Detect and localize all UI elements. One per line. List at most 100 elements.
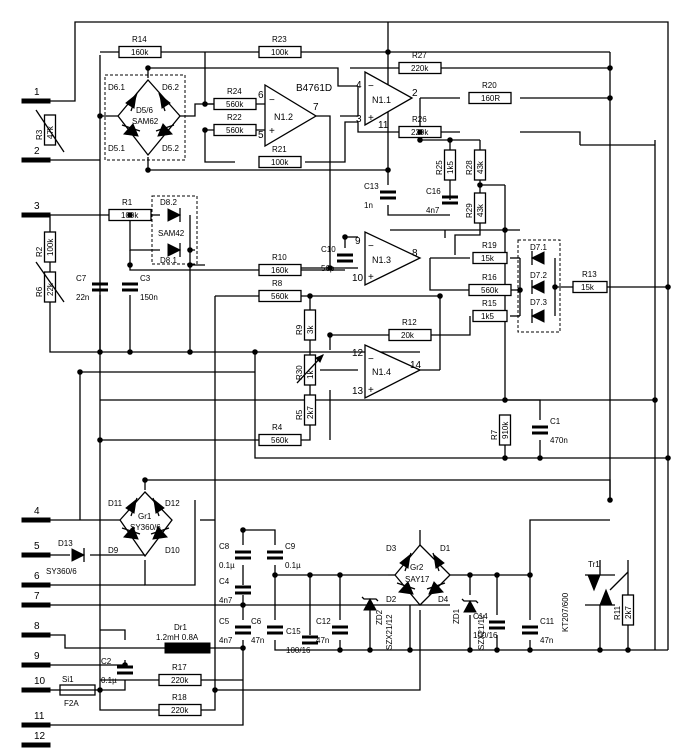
diode-type: SY360/6 [46, 567, 77, 576]
junction-dot [307, 293, 313, 299]
triac-tr1: KT207/600 Tr1 [561, 560, 629, 632]
resistor-ref: R10 [272, 253, 287, 262]
diode-label: D2 [386, 595, 397, 604]
capacitor-value: 470n [550, 436, 568, 445]
zener-type: SZX21/12 [477, 614, 486, 650]
resistor-value: 1k [306, 370, 315, 379]
terminal-number: 9 [34, 651, 40, 662]
junction-dot [337, 647, 343, 653]
junction-dot [187, 262, 193, 268]
junction-dot [252, 349, 258, 355]
junction-dot [607, 497, 613, 503]
resistor-ref: R17 [172, 663, 187, 672]
sam42-package [151, 195, 198, 265]
opamp-n1-4: −+ N1.4 12 13 14 [352, 343, 422, 400]
resistor-ref: R16 [482, 273, 497, 282]
junction-dot [665, 455, 671, 461]
terminal-number: 8 [34, 621, 40, 632]
zener-type: SZX21/12 [385, 614, 394, 650]
capacitor-value: 100/16 [286, 646, 311, 655]
capacitor-ref: C1 [550, 417, 561, 426]
diode-label: D10 [165, 546, 180, 555]
diode-label: D5/6 [136, 106, 153, 115]
resistor-ref: R11 [613, 605, 622, 620]
diodes-sam42: D8.2 D8.1 SAM42 [158, 198, 185, 265]
triac-label: Tr1 [588, 560, 600, 569]
wiring [49, 21, 669, 726]
n11-label: N1.1 [372, 95, 391, 105]
svg-text:−: − [269, 95, 275, 106]
terminal-number: 5 [34, 541, 40, 552]
bridge-gr2: D3 D1 D2 D4 Gr2 SAY17 [386, 544, 451, 606]
pin-label: 14 [410, 360, 422, 371]
junction-dot [477, 182, 483, 188]
resistor-ref: R28 [465, 160, 474, 175]
opamp-n1-2: −+ N1.2 6 5 7 [258, 83, 319, 148]
svg-text:+: + [368, 385, 374, 396]
capacitor-value: 150n [140, 293, 158, 302]
terminal-number: 2 [34, 146, 40, 157]
junction-dot [240, 527, 246, 533]
diode-d13: D13 SY360/6 [46, 539, 86, 576]
junction-dot [652, 397, 658, 403]
junction-dot [552, 284, 558, 290]
capacitor-c1: C1 470n [532, 417, 568, 445]
resistor-ref: R4 [272, 423, 283, 432]
resistor-value: 3k [306, 325, 315, 334]
junction-dot [240, 602, 246, 608]
capacitor-ref: C13 [364, 182, 379, 191]
diode-label: D4 [438, 595, 449, 604]
pin-label: 6 [258, 90, 264, 101]
diode-label: D6.1 [108, 83, 125, 92]
bridge-label: Gr1 [138, 512, 152, 521]
zener-zd1: ZD1 SZX21/12 [452, 598, 486, 650]
diode-label: D7.2 [530, 271, 547, 280]
n12-label: N1.2 [274, 112, 293, 122]
resistor-value: 2k7 [624, 606, 633, 619]
junction-dot [625, 647, 631, 653]
capacitor-ref: C12 [316, 617, 331, 626]
terminal-3 [21, 212, 51, 218]
junction-dot [127, 349, 133, 355]
capacitor-value: 47n [540, 636, 553, 645]
zener-label: ZD1 [452, 608, 461, 624]
resistor-ref: R12 [402, 318, 417, 327]
resistor-ref: R14 [132, 35, 147, 44]
resistor-value: 15k [481, 254, 495, 263]
junction-dot [502, 227, 508, 233]
resistor-value: 43k [476, 160, 485, 174]
junction-dot [145, 167, 151, 173]
resistor-value: 560k [226, 126, 244, 135]
junction-dot [77, 369, 83, 375]
terminal-number: 3 [34, 201, 40, 212]
diode-label: D5.2 [162, 144, 179, 153]
bridge-label: Gr2 [410, 563, 424, 572]
capacitor-ref: C6 [251, 617, 262, 626]
capacitor-ref: C7 [76, 274, 87, 283]
d7-package [517, 239, 561, 333]
diode-label: D12 [165, 499, 180, 508]
junction-dot [494, 572, 500, 578]
junction-dot [187, 349, 193, 355]
junction-dot [97, 113, 103, 119]
resistor-ref: R1 [122, 198, 133, 207]
resistor-ref: R9 [295, 324, 304, 335]
junction-dot [327, 265, 333, 271]
junction-dot [417, 137, 423, 143]
resistor-ref: R20 [482, 81, 497, 90]
junction-dot [407, 647, 413, 653]
junction-dot [337, 572, 343, 578]
ic-label: B4761D [296, 83, 332, 94]
